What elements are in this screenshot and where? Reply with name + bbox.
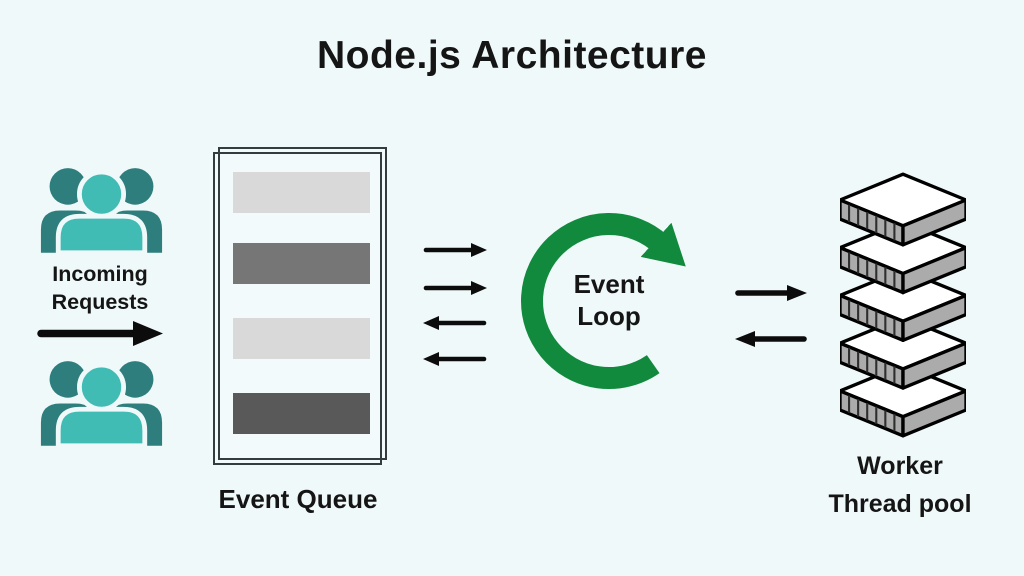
event-loop-icon <box>521 213 686 389</box>
queue-frame-front <box>213 152 382 465</box>
page-title: Node.js Architecture <box>317 34 707 77</box>
incoming-arrow-icon <box>37 321 163 346</box>
incoming-requests-line2: Requests <box>51 290 149 314</box>
users-group-icon <box>40 168 163 253</box>
arrow-left-icon <box>423 352 487 366</box>
event-queue-label: Event Queue <box>218 484 378 514</box>
worker-label-line2: Thread pool <box>828 490 972 518</box>
queue-bar <box>233 243 370 284</box>
worker-thread-pool-label: Worker Thread pool <box>795 447 1005 523</box>
worker-pool-stack-icon <box>840 172 966 438</box>
worker-label-line1: Worker <box>857 452 943 480</box>
queue-bar <box>233 318 370 359</box>
arrow-right-icon <box>423 281 487 295</box>
queue-frame-back <box>218 147 387 460</box>
event-queue-box <box>213 147 389 465</box>
queue-bar <box>233 393 370 434</box>
incoming-requests-line1: Incoming <box>52 262 148 286</box>
arrow-left-icon <box>423 316 487 330</box>
event-loop-line2: Loop <box>577 301 641 331</box>
queue-bar <box>233 172 370 213</box>
event-loop-label: Event Loop <box>514 268 704 332</box>
arrow-right-icon <box>735 285 807 301</box>
arrow-right-icon <box>423 243 487 257</box>
arrow-left-icon <box>735 331 807 347</box>
worker-stack-layers <box>840 172 966 438</box>
incoming-requests-label: Incoming Requests <box>20 260 180 316</box>
users-group-icon <box>40 361 163 446</box>
event-loop-line1: Event <box>573 269 645 299</box>
